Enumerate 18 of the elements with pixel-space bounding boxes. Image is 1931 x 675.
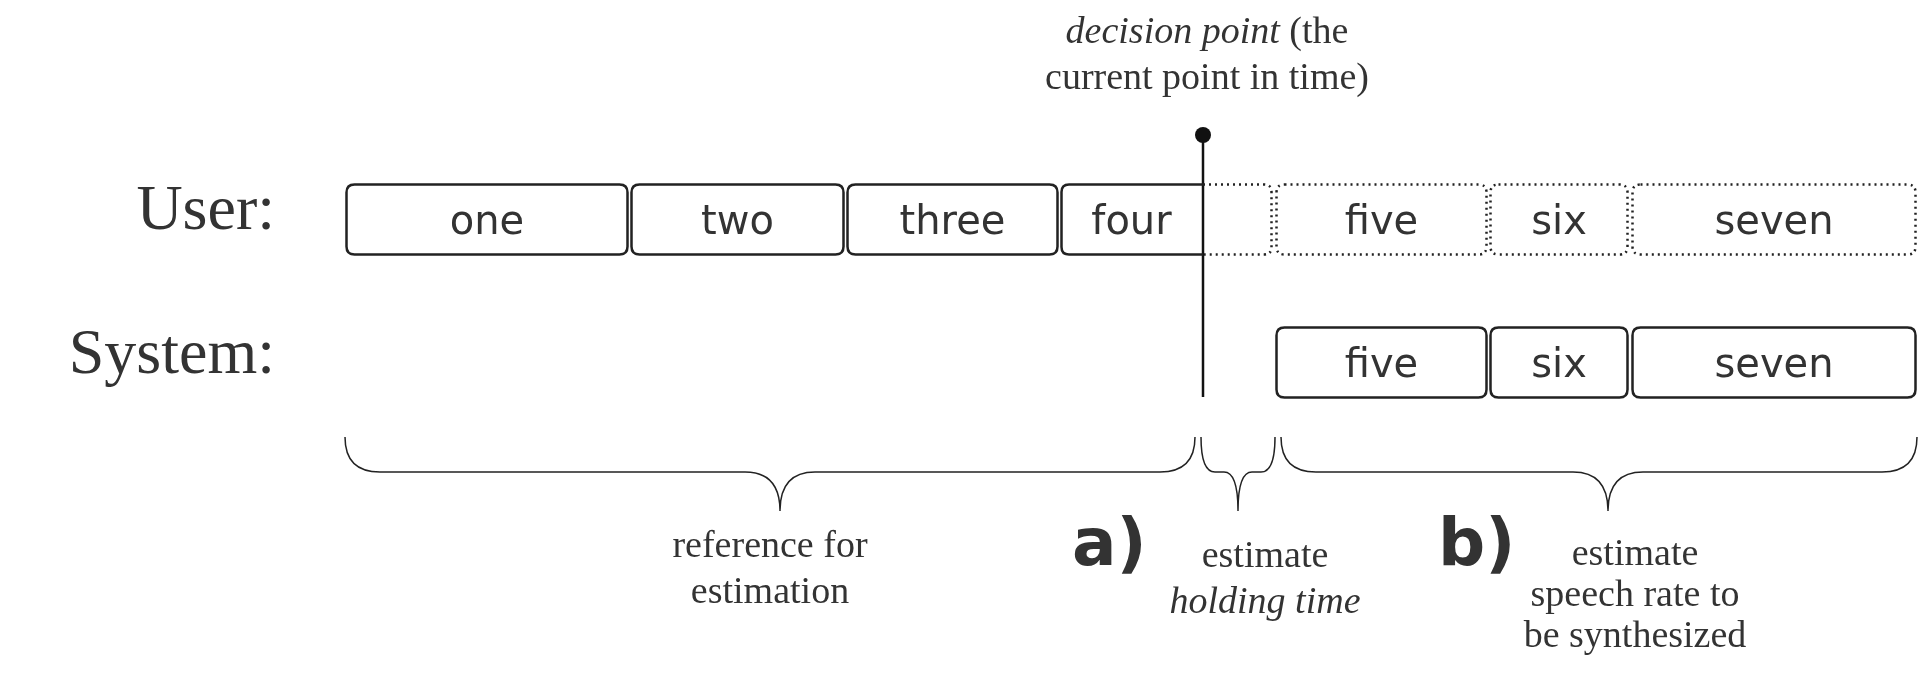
word-box: four — [1060, 183, 1273, 256]
item-letter: b) — [1438, 503, 1517, 583]
word-box: five — [1275, 326, 1488, 399]
annotation-text: decision point (the current point in time) — [1044, 8, 1370, 99]
word-box: six — [1489, 326, 1629, 399]
word-box: one — [345, 183, 629, 256]
dotted-word-box: six — [1489, 183, 1629, 256]
annotation-text: estimate speech rate to be synthesized — [1522, 532, 1748, 656]
item-letter: a) — [1072, 503, 1148, 583]
word-box: two — [630, 183, 845, 256]
word-box: three — [846, 183, 1059, 256]
word-box: seven — [1631, 326, 1917, 399]
annotation-text: reference for estimation — [671, 522, 869, 613]
row-label: System: — [67, 315, 275, 389]
row-label: User: — [135, 171, 275, 245]
annotation-text: estimate holding time — [1168, 532, 1362, 623]
dotted-word-box: seven — [1631, 183, 1917, 256]
dotted-word-box: five — [1275, 183, 1488, 256]
